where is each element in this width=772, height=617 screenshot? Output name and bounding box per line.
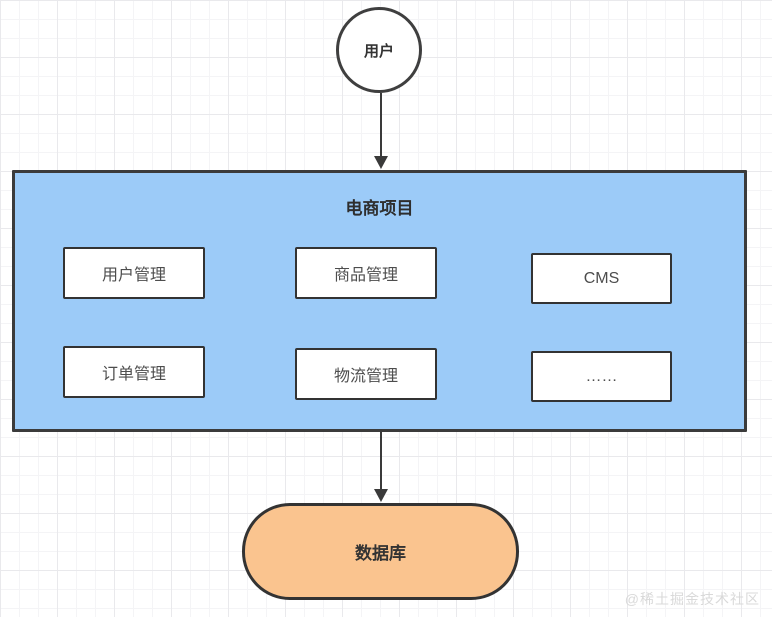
- arrow-project-to-database-line: [380, 429, 382, 490]
- module-box-label: ……: [585, 367, 618, 385]
- user-node: 用户: [336, 7, 422, 93]
- module-box-label: CMS: [583, 269, 620, 287]
- arrow-down-icon: [374, 489, 388, 502]
- module-box-ellipsis: ……: [531, 351, 672, 402]
- module-box-product-management: 商品管理: [295, 247, 437, 299]
- arrow-user-to-project-line: [380, 93, 382, 157]
- project-container: 电商项目 用户管理 商品管理 CMS 订单管理 物流管理 ……: [12, 170, 747, 432]
- module-box-label: 物流管理: [333, 368, 398, 385]
- module-box-label: 订单管理: [101, 366, 166, 383]
- watermark: @稀土掘金技术社区: [624, 591, 760, 607]
- project-title: 电商项目: [345, 199, 414, 218]
- module-box-label: 商品管理: [333, 267, 398, 284]
- user-node-label: 用户: [363, 42, 394, 60]
- database-node-label: 数据库: [355, 544, 406, 563]
- database-node: 数据库: [242, 503, 519, 600]
- module-box-logistics-management: 物流管理: [295, 348, 437, 400]
- module-box-user-management: 用户管理: [63, 247, 205, 299]
- arrow-down-icon: [374, 156, 388, 169]
- module-box-cms: CMS: [531, 253, 672, 304]
- module-box-label: 用户管理: [101, 267, 166, 284]
- module-box-order-management: 订单管理: [63, 346, 205, 398]
